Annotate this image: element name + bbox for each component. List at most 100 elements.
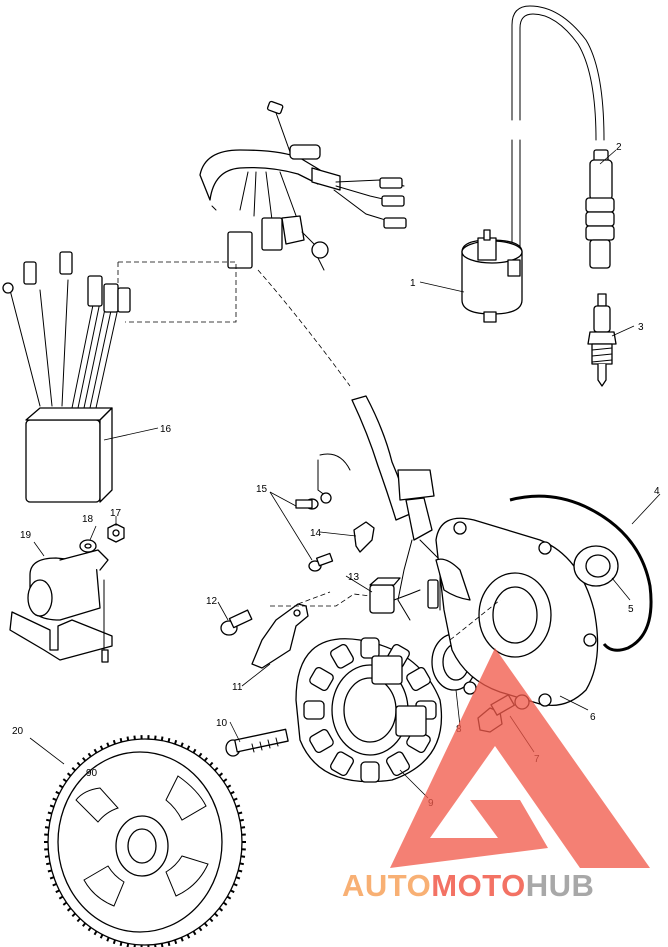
callout-6: 6 (590, 712, 596, 723)
bolt-10 (225, 728, 289, 757)
flywheel-tooth (55, 889, 60, 894)
callout-4: 4 (654, 486, 660, 497)
flywheel-tooth (222, 778, 228, 783)
pulser-coil (369, 577, 421, 614)
flywheel-tooth (235, 804, 241, 808)
flywheel-tooth (87, 752, 92, 758)
flywheel-tooth (49, 876, 55, 880)
stator-pole (309, 667, 334, 691)
flywheel-tooth (203, 922, 208, 927)
callout-20: 20 (12, 726, 24, 737)
flywheel-tooth (112, 739, 116, 745)
stator-pole (360, 761, 380, 783)
stator (295, 637, 443, 783)
flywheel-tooth (55, 790, 60, 795)
flywheel-tooth (230, 790, 235, 795)
flywheel-tooth (235, 876, 241, 880)
flywheel-tooth (126, 943, 130, 947)
watermark-text: AUTOMOTOHUB (342, 868, 594, 903)
flywheel-tooth (126, 736, 130, 741)
callout-15: 15 (256, 484, 268, 495)
flywheel-tooth (154, 735, 157, 740)
stator-pole (309, 729, 334, 753)
flywheel-tooth (198, 926, 203, 932)
flywheel-tooth (186, 934, 191, 939)
flywheel-tooth (154, 944, 157, 947)
watermark-hub: HUB (526, 868, 595, 903)
wire-clip (353, 521, 375, 553)
nut-17 (107, 523, 125, 543)
flywheel-tooth (82, 922, 87, 927)
callout-10: 10 (216, 718, 228, 729)
flywheel-tooth (93, 748, 98, 754)
callout-14: 14 (310, 528, 322, 539)
flywheel-tooth (45, 818, 51, 822)
flywheel-tooth (192, 930, 197, 936)
flywheel-tooth (209, 917, 214, 923)
callout-13: 13 (348, 572, 360, 583)
flywheel-tooth (198, 752, 203, 758)
spark-plug (587, 293, 617, 387)
flywheel-tooth (218, 772, 224, 777)
flywheel-tooth (192, 748, 197, 754)
flywheel-tooth (52, 797, 57, 802)
flywheel-tooth (119, 941, 123, 947)
flywheel-tooth (82, 757, 87, 762)
flywheel-tooth (93, 930, 98, 936)
screw-15-upper (295, 498, 319, 510)
flywheel-tooth (76, 761, 81, 767)
flywheel-tooth (167, 941, 171, 947)
flywheel-mark: 90 (86, 768, 98, 779)
flywheel-tooth (62, 778, 68, 783)
flywheel-tooth (226, 895, 232, 900)
flywheel-tooth (239, 862, 245, 866)
bearing (573, 545, 619, 587)
flywheel-tooth (66, 907, 72, 912)
flywheel-tooth (47, 869, 53, 873)
flywheel-tooth (209, 761, 214, 767)
flywheel-tooth (203, 757, 208, 762)
callout-17: 17 (110, 508, 122, 519)
ignition-coil (461, 5, 605, 323)
flywheel: 90 (44, 735, 246, 947)
flywheel-tooth (106, 937, 110, 942)
flywheel-tooth (230, 889, 235, 894)
flywheel-tooth (174, 939, 178, 945)
flywheel-tooth (218, 907, 224, 912)
stator-pole (303, 700, 325, 720)
flywheel-tooth (71, 766, 76, 772)
flywheel-tooth (233, 797, 238, 802)
spark-plug-cap (585, 149, 615, 269)
watermark-moto: MOTO (431, 868, 525, 903)
stator-pole (360, 637, 380, 659)
flywheel-tooth (167, 737, 171, 743)
cdi-box (2, 251, 131, 503)
flywheel-tooth (239, 818, 245, 822)
flywheel-tooth (214, 912, 219, 918)
stator-pole (330, 643, 354, 669)
callout-2: 2 (616, 142, 622, 153)
flywheel-tooth (106, 742, 110, 747)
flywheel-tooth (160, 736, 164, 741)
flywheel-tooth (76, 917, 81, 923)
flywheel-tooth (237, 811, 243, 815)
flywheel-tooth (99, 745, 104, 750)
flywheel-tooth (180, 937, 184, 942)
screw-15-lower (308, 552, 334, 572)
callout-16: 16 (160, 424, 172, 435)
flywheel-tooth (174, 739, 178, 745)
washer-18 (79, 539, 97, 553)
stator-cover (435, 517, 599, 707)
callout-18: 18 (82, 514, 94, 525)
flywheel-tooth (49, 804, 55, 808)
wiring-harness (199, 100, 407, 271)
flywheel-tooth (133, 735, 136, 740)
flywheel-tooth (240, 826, 246, 829)
flywheel-tooth (237, 869, 243, 873)
watermark-logo: AUTOMOTOHUB (342, 648, 650, 903)
flywheel-tooth (240, 855, 246, 858)
flywheel-tooth (112, 939, 116, 945)
flywheel-tooth (71, 912, 76, 918)
